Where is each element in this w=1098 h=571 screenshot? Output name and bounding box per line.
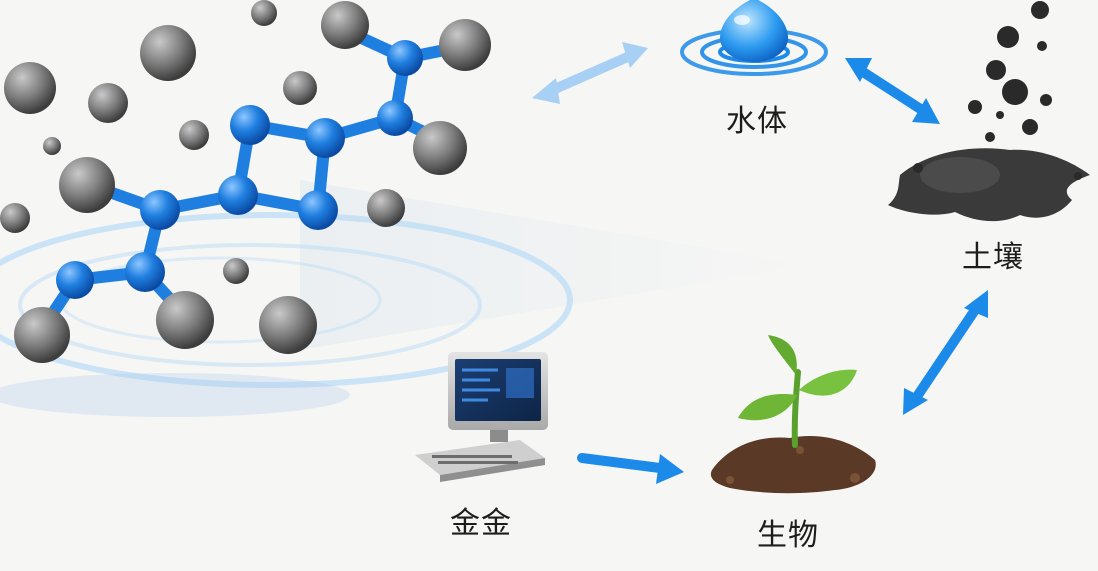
soil-stain-icon xyxy=(888,1,1090,222)
seedling-icon xyxy=(710,335,876,494)
computer-icon xyxy=(415,352,548,482)
node-label-soil: 土壤 xyxy=(962,240,1024,275)
water-drop-icon xyxy=(680,0,828,76)
arrow-soil-organism xyxy=(903,290,988,415)
light-beam xyxy=(300,180,810,350)
molecule-icon xyxy=(14,1,491,363)
arrow-water-soil xyxy=(845,58,940,124)
molecule-shadow xyxy=(0,373,350,417)
node-label-computer: 金金 xyxy=(450,506,512,541)
arrows xyxy=(532,42,988,484)
arrow-computer-organism xyxy=(577,453,684,484)
node-label-water: 水体 xyxy=(726,104,788,139)
swirl-rings xyxy=(0,212,573,388)
node-label-organism: 生物 xyxy=(757,518,819,553)
arrow-molecule-water xyxy=(532,42,648,104)
floating-atoms xyxy=(0,0,405,284)
